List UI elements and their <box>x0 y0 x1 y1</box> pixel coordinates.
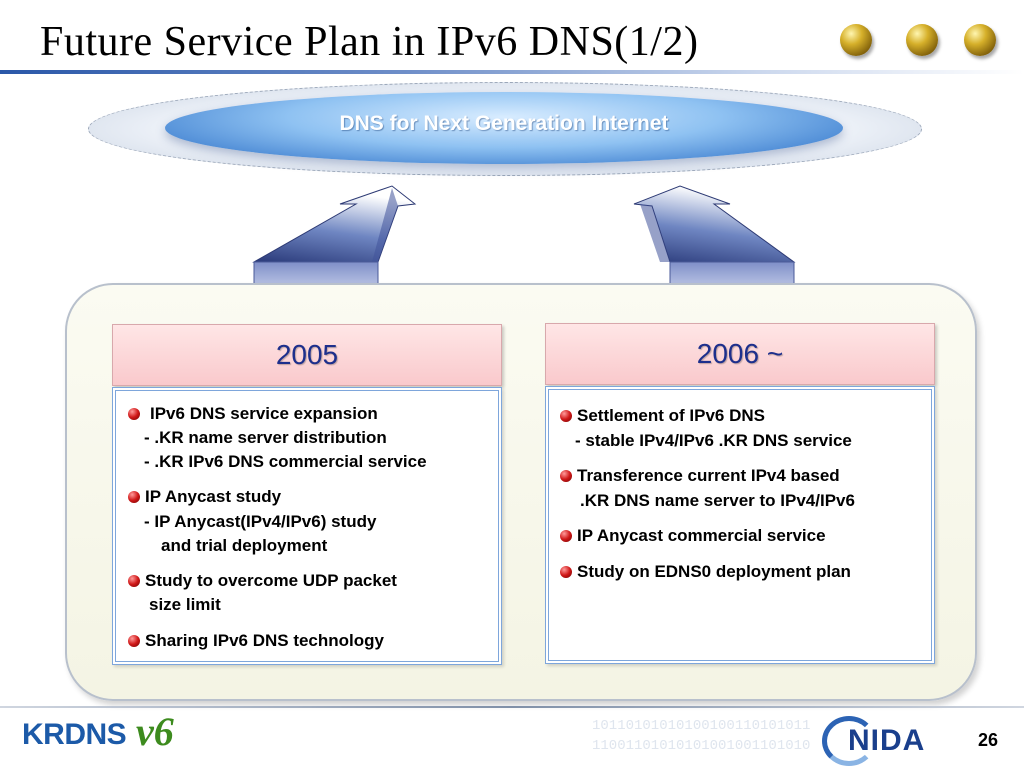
red-bullet-icon <box>560 470 572 482</box>
krdns-v6-mark: v6 <box>136 709 174 754</box>
binary-watermark: 11001101010101001001101010 <box>592 738 811 754</box>
plan-line: Study on EDNS0 deployment plan <box>577 562 851 581</box>
column-heading-2005: 2005 <box>112 324 502 386</box>
plan-line: - .KR IPv6 DNS commercial service <box>144 452 427 471</box>
krdns-logo: KRDNS <box>22 718 127 751</box>
decorative-gold-balls <box>840 24 1020 60</box>
plan-line: - stable IPv4/IPv6 .KR DNS service <box>575 431 852 450</box>
page-number: 26 <box>978 730 999 750</box>
banner-label: DNS for Next Generation Internet <box>339 112 669 135</box>
title-underline <box>0 70 1024 74</box>
plan-line: Sharing IPv6 DNS technology <box>145 631 384 650</box>
red-bullet-icon <box>128 491 140 503</box>
column-heading-text: 2006 ~ <box>696 338 784 369</box>
plan-line: Study to overcome UDP packet <box>145 571 397 590</box>
nida-logo: NIDA <box>848 724 926 757</box>
column-heading-2006: 2006 ~ <box>545 323 935 385</box>
red-bullet-icon <box>560 530 572 542</box>
column-box-2005 <box>112 387 502 665</box>
red-bullet-icon <box>560 410 572 422</box>
binary-watermark: 10110101010100100110101011 <box>592 718 811 734</box>
plan-line: IP Anycast study <box>145 487 282 506</box>
banner-ellipse <box>165 92 843 164</box>
nida-swoosh-icon <box>822 716 876 766</box>
plan-line: Transference current IPv4 based <box>577 466 840 485</box>
footer-divider <box>0 706 1024 708</box>
plan-line: - IP Anycast(IPv4/IPv6) study <box>144 512 377 531</box>
gold-ball-icon <box>906 24 938 56</box>
plan-line: - .KR name server distribution <box>144 428 387 447</box>
plan-line: IPv6 DNS service expansion <box>150 404 378 423</box>
column-heading-text: 2005 <box>275 339 339 370</box>
red-bullet-icon <box>128 408 140 420</box>
plan-line: and trial deployment <box>161 536 328 555</box>
plan-line: size limit <box>149 595 221 614</box>
column-box-2006 <box>545 386 935 664</box>
gold-ball-icon <box>964 24 996 56</box>
plan-line: IP Anycast commercial service <box>577 526 826 545</box>
plan-line: .KR DNS name server to IPv4/IPv6 <box>580 491 855 510</box>
red-bullet-icon <box>128 635 140 647</box>
red-bullet-icon <box>128 575 140 587</box>
plan-line: Settlement of IPv6 DNS <box>577 406 765 425</box>
gold-ball-icon <box>840 24 872 56</box>
slide-title: Future Service Plan in IPv6 DNS(1/2) <box>40 19 699 65</box>
red-bullet-icon <box>560 566 572 578</box>
